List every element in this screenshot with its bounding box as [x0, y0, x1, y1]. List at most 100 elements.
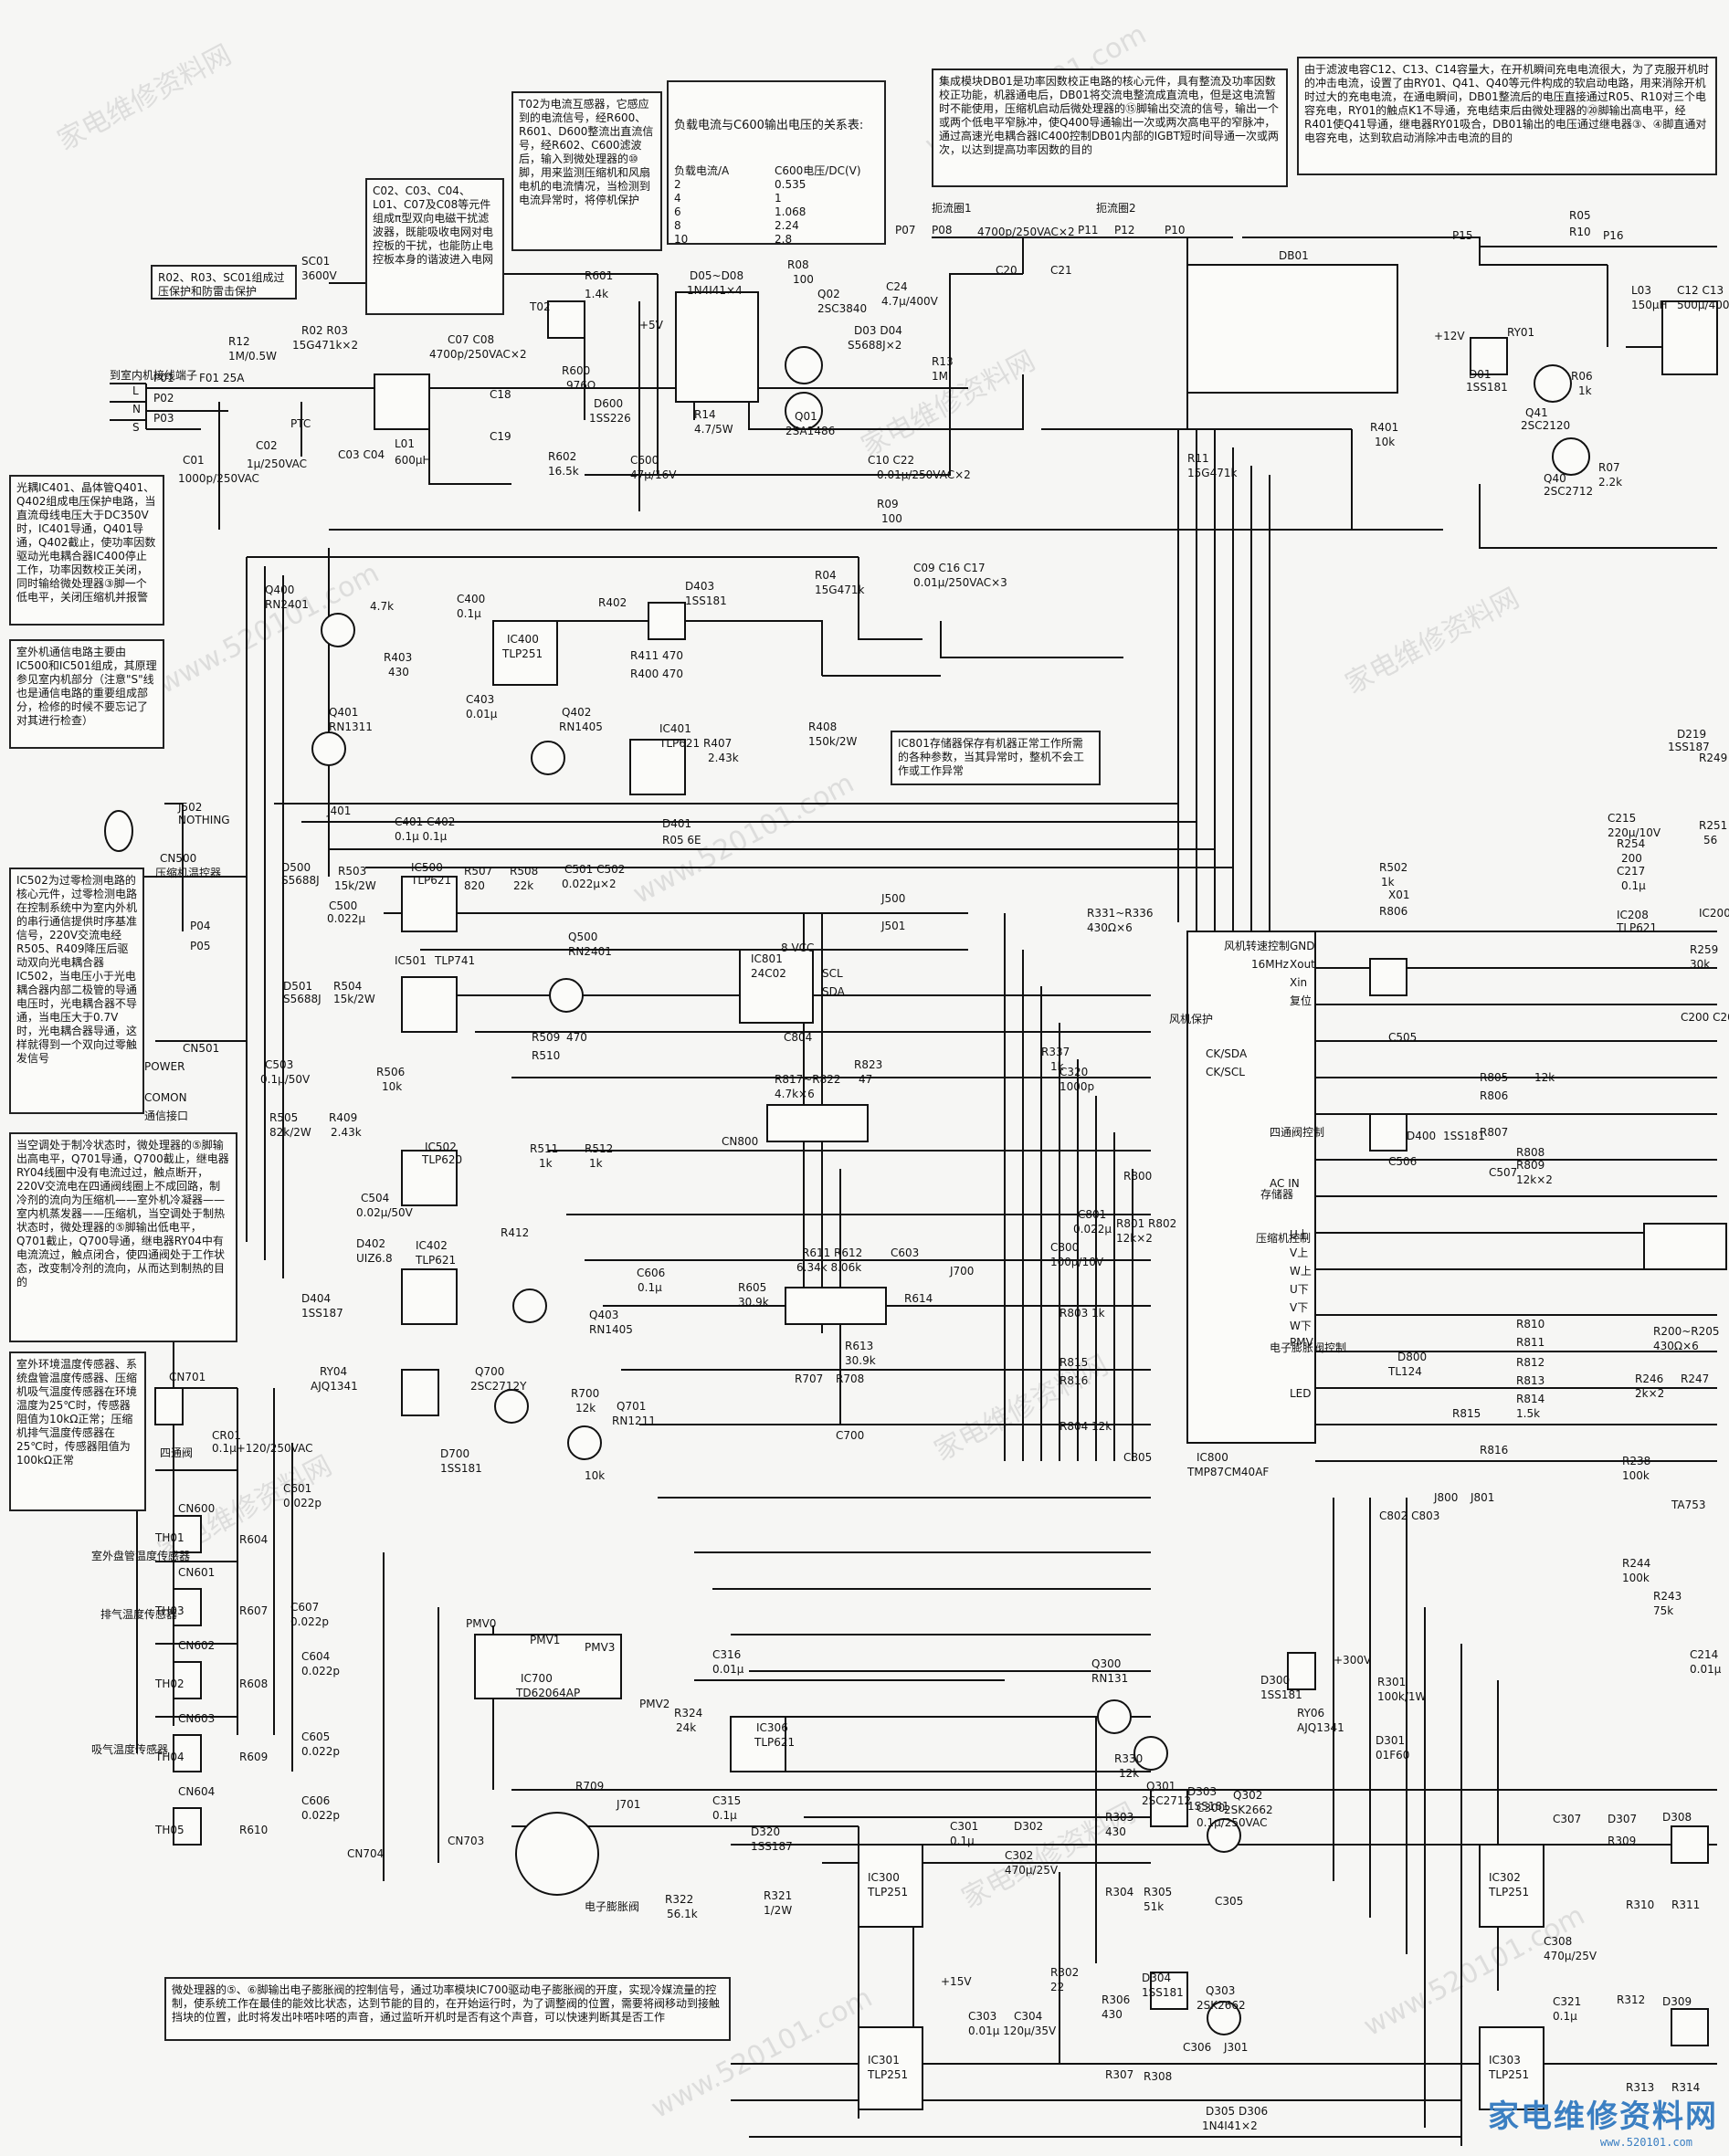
label-c03: C03 C04 [338, 448, 385, 461]
label-c12v: 500μ/400V [1677, 299, 1729, 311]
label-c01v: 1000p/250VAC [178, 472, 259, 485]
label-c606bv: 0.022p [301, 1809, 340, 1822]
ic501-opto [401, 976, 458, 1033]
d304-bridge [1150, 1972, 1188, 2010]
label-r305: R305 [1144, 1886, 1172, 1898]
label-c214v: 0.01μ [1690, 1663, 1722, 1676]
label-y: V下 [1290, 1301, 1308, 1314]
label-v5: +5V [639, 319, 664, 331]
label-c24v: 4.7μ/400V [881, 295, 939, 308]
label-r804v: 12k [1091, 1420, 1112, 1433]
label-r504: R504 [333, 980, 362, 993]
label-d01: D01 [1469, 368, 1492, 381]
label-d303v: 1SS181 [1187, 1800, 1229, 1813]
label-r13v: 1M [932, 370, 948, 383]
label-comp_temp: 压缩机温控器 [155, 866, 221, 879]
label-ic302: IC302 [1489, 1871, 1521, 1884]
label-d219: D219 [1677, 728, 1706, 741]
label-c300v: 0.1μ/250VAC [1197, 1816, 1267, 1829]
label-q400v: RN2401 [265, 598, 309, 611]
label-r05: R05 [1569, 209, 1591, 222]
label-d301: D301 [1376, 1734, 1405, 1747]
label-d400v: 1SS181 [1443, 1130, 1485, 1142]
label-r808: R808 [1516, 1146, 1545, 1159]
label-ic300: IC300 [868, 1871, 900, 1884]
label-d320v: 1SS187 [751, 1840, 793, 1853]
label-p10: P10 [1165, 224, 1186, 237]
label-d600v: 1SS226 [589, 412, 631, 425]
label-l: L [132, 384, 139, 397]
label-r817v: 4.7k×6 [775, 1088, 815, 1100]
label-po2: P02 [153, 392, 174, 405]
label-j801: J801 [1470, 1491, 1494, 1504]
label-c316v: 0.01μ [712, 1663, 744, 1676]
label-cr01: CR01 [212, 1429, 241, 1442]
ic300-chip [858, 1844, 923, 1928]
label-r816: R816 [1060, 1374, 1088, 1387]
label-ic801v: 24C02 [751, 967, 786, 980]
label-ry06v: AJQ1341 [1297, 1721, 1344, 1734]
label-t02: T02 [529, 300, 551, 313]
label-ic700v: TD62064AP [515, 1687, 580, 1699]
label-l01: L01 [395, 437, 415, 450]
label-r246: R246 [1635, 1372, 1663, 1385]
label-j500: J500 [880, 892, 905, 905]
label-d05v: 1N4I41×4 [687, 284, 743, 297]
label-r4k7: 4.7k [370, 600, 394, 613]
label-r505: R505 [269, 1111, 298, 1124]
label-d301v: 01F60 [1376, 1749, 1409, 1762]
label-r07: R07 [1598, 461, 1620, 474]
label-ic501v: TLP741 [434, 954, 475, 967]
label-r246v: 2k×2 [1635, 1387, 1664, 1400]
label-q01v: 2SA1486 [785, 425, 835, 437]
label-cn601: CN601 [178, 1566, 215, 1579]
label-ic401: IC401 [659, 722, 691, 735]
label-c320v: 1000p [1060, 1080, 1094, 1093]
label-d401: D401 [662, 817, 691, 830]
label-j800: J800 [1433, 1491, 1458, 1504]
label-r10k: 10k [585, 1469, 605, 1482]
label-d03v: S5688J×2 [848, 339, 901, 352]
label-d600: D600 [594, 397, 623, 410]
cn500-connector [104, 810, 133, 852]
label-eev_ctrl: 电子膨胀阀控制 [1270, 1341, 1346, 1354]
label-c505: C505 [1388, 1031, 1417, 1044]
label-r609: R609 [239, 1751, 268, 1763]
label-r306v: 430 [1102, 2008, 1123, 2021]
label-th01: TH01 [154, 1531, 184, 1544]
load-table-cell: 负载电流/A [674, 164, 730, 177]
label-c500: C500 [329, 899, 357, 912]
label-fo1: F01 25A [199, 372, 245, 384]
label-p12: P12 [1114, 224, 1135, 237]
label-c600v: 47μ/16V [630, 468, 677, 481]
label-c321v: 0.1μ [1553, 2010, 1577, 2023]
label-r807: R807 [1480, 1126, 1508, 1139]
ic302-chip [1479, 1844, 1545, 1928]
label-d404: D404 [301, 1292, 331, 1305]
label-d402: D402 [356, 1237, 385, 1250]
ic400-chip [492, 620, 558, 686]
label-c606b: C606 [301, 1794, 330, 1807]
label-r506: R506 [376, 1066, 405, 1078]
label-c605v: 0.022p [301, 1745, 340, 1758]
label-sda: SDA [822, 985, 846, 998]
t02-transformer [547, 300, 585, 339]
label-r611: R611 R612 [802, 1246, 862, 1259]
ry06-relay [1287, 1652, 1316, 1690]
load-table-cell: 2.8 [775, 233, 793, 245]
th02-thermistor [173, 1661, 202, 1699]
ic500-opto [401, 876, 458, 932]
label-r507: R507 [464, 865, 492, 878]
label-s: S [132, 421, 140, 434]
label-ic401v: TLP621 [659, 737, 700, 750]
label-r321: R321 [764, 1889, 792, 1902]
label-c308v: 470μ/25V [1544, 1950, 1597, 1962]
label-cn603: CN603 [178, 1712, 215, 1725]
label-r13: R13 [932, 355, 954, 368]
q700-transistor [494, 1389, 529, 1424]
label-c315: C315 [712, 1794, 741, 1807]
th03-thermistor [173, 1588, 202, 1626]
label-ry04: RY04 [320, 1365, 347, 1378]
